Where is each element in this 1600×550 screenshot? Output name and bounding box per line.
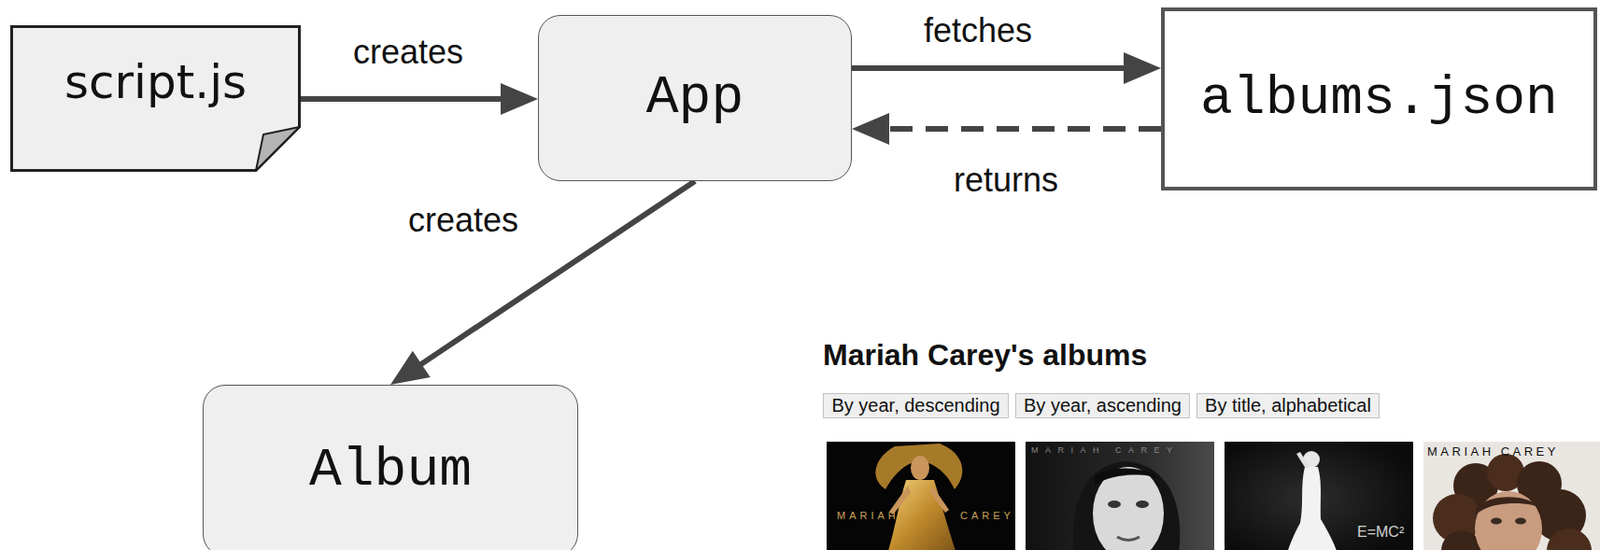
album-cover: [1423, 441, 1600, 550]
node-text: By year, ascending: [1023, 395, 1182, 417]
cover-text: E=MC²: [1357, 523, 1404, 541]
sort-button: By title, alphabetical: [1196, 393, 1380, 419]
cover-text: MARIAH: [836, 509, 900, 523]
album-cover: [1224, 441, 1414, 550]
edge-label: returns: [949, 161, 1062, 199]
node-text: App: [646, 67, 744, 130]
cover-text: MARIAH CAREY: [1031, 445, 1180, 455]
cover-text: CAREY: [960, 509, 1015, 523]
arrow-head: [851, 113, 890, 145]
edge-label: creates: [404, 201, 523, 240]
connector: [390, 181, 695, 385]
component-box: Album: [202, 384, 579, 550]
connector-line: [300, 96, 503, 102]
arrow-head: [390, 351, 431, 385]
connector-line: [887, 126, 1162, 132]
node-text: script.js: [64, 56, 247, 111]
arrow-head: [1123, 52, 1162, 85]
sort-button: By year, descending: [822, 393, 1009, 419]
node-text: Album: [309, 439, 472, 503]
edge-label: fetches: [920, 12, 1036, 50]
connector: [851, 52, 1162, 85]
script-file: script.js: [10, 25, 301, 172]
page-shape: [12, 27, 300, 171]
sort-button: By year, ascending: [1015, 393, 1190, 419]
data-file-box: albums.json: [1161, 7, 1598, 191]
node-text: albums.json: [1200, 68, 1558, 131]
node-text: By year, descending: [831, 395, 1000, 417]
connector: [851, 113, 1162, 145]
cover-text: MARIAH CAREY: [1427, 445, 1559, 460]
album-cover: [826, 441, 1016, 550]
connector: [300, 83, 539, 115]
component-box: App: [538, 14, 852, 182]
edge-label: creates: [349, 33, 468, 71]
arrow-head: [500, 83, 539, 115]
connector-line: [851, 65, 1126, 71]
album-cover: [1025, 441, 1215, 550]
node-text: By title, alphabetical: [1204, 395, 1372, 417]
page-fold: [255, 127, 300, 171]
page-heading: Mariah Carey's albums: [822, 338, 1147, 373]
